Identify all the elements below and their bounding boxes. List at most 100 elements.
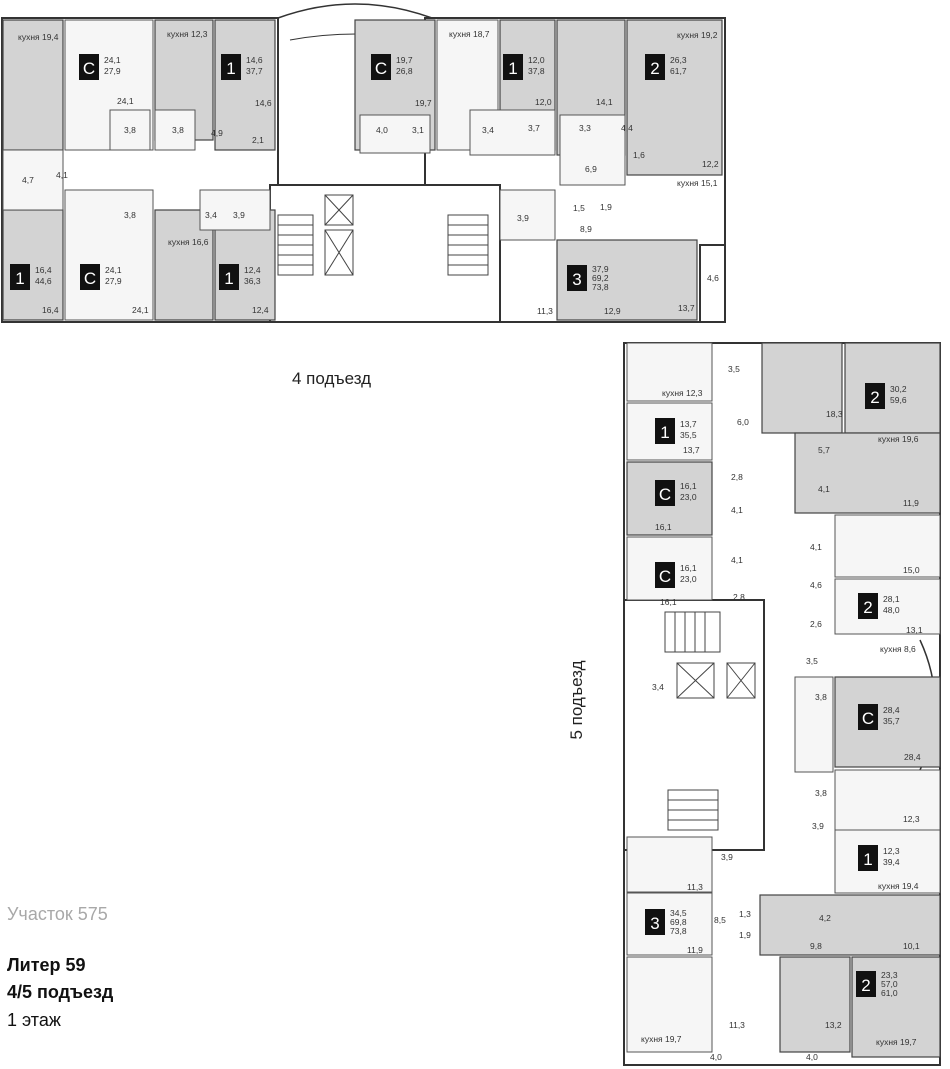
apartment-area: 19,7 [396, 55, 413, 65]
room-label: 24,1 [117, 96, 134, 106]
apartment-type-box [80, 264, 100, 290]
room-label: кухня 19,6 [878, 434, 919, 444]
room-label: 12,4 [252, 305, 269, 315]
room-label: кухня 12,3 [167, 29, 208, 39]
room-label: 28,4 [904, 752, 921, 762]
apartment-type: 1 [224, 269, 233, 288]
apartment-type-box [567, 265, 587, 291]
apartment-type: 2 [650, 59, 659, 78]
apartment-area: 37,7 [246, 66, 263, 76]
apartment-badge: 2 28,1 48,0 [858, 593, 900, 619]
apartment-type: C [862, 709, 874, 728]
room-label: 13,2 [825, 1020, 842, 1030]
room-label: 3,7 [528, 123, 540, 133]
room-label: 4,0 [376, 125, 388, 135]
room-label: кухня 16,6 [168, 237, 209, 247]
apartment-badge: C 28,4 35,7 [858, 704, 900, 730]
entrance-4-label: 4 подъезд [292, 369, 371, 388]
apartment-area: 16,1 [680, 563, 697, 573]
room-label: 4,9 [211, 128, 223, 138]
apartment-area: 37,8 [528, 66, 545, 76]
room-label: 3,4 [205, 210, 217, 220]
apartment-type-box [371, 54, 391, 80]
room-label: 19,7 [415, 98, 432, 108]
apartment-area: 59,6 [890, 395, 907, 405]
apartment-area: 23,0 [680, 492, 697, 502]
room-label: кухня 19,7 [641, 1034, 682, 1044]
room-label: 4,0 [710, 1052, 722, 1062]
room-label: 4,1 [56, 170, 68, 180]
room-label: 4,0 [806, 1052, 818, 1062]
apartment-type-box [856, 971, 876, 997]
apartment-area: 37,9 [592, 264, 609, 274]
apartment-type: C [659, 567, 671, 586]
room-label: 1,9 [600, 202, 612, 212]
room-label: 11,9 [903, 498, 919, 508]
floor-label: 1 этаж [7, 1010, 61, 1030]
apartment-badge: 1 12,0 37,8 [503, 54, 545, 80]
apartment-area: 16,4 [35, 265, 52, 275]
apartment-area: 69,2 [592, 273, 609, 283]
room-label: 18,3 [826, 409, 843, 419]
room-label: 4,1 [731, 505, 743, 515]
room-label: 12,2 [702, 159, 719, 169]
apartment-area: 69,8 [670, 917, 687, 927]
apartment-type-box [79, 54, 99, 80]
apartment-badge: 2 30,2 59,6 [865, 383, 907, 409]
apartment-type: C [83, 59, 95, 78]
room-label: 3,9 [233, 210, 245, 220]
room-label: 14,6 [255, 98, 272, 108]
apartment-area: 30,2 [890, 384, 907, 394]
apartment-badge: C 16,1 23,0 [655, 480, 697, 506]
apartment-type: C [659, 485, 671, 504]
room-label: кухня 12,3 [662, 388, 703, 398]
room-label: 2,8 [733, 592, 745, 602]
room-label: 1,5 [573, 203, 585, 213]
apartment-area: 73,8 [670, 926, 687, 936]
apartment-area: 28,1 [883, 594, 900, 604]
apartment-type-box [865, 383, 885, 409]
room-label: 3,9 [721, 852, 733, 862]
apartment-area: 36,3 [244, 276, 261, 286]
room-label: 6,9 [585, 164, 597, 174]
apartment-type: 3 [572, 270, 581, 289]
room-label: 16,1 [655, 522, 672, 532]
room-label: 8,5 [714, 915, 726, 925]
room-label: кухня 8,6 [880, 644, 916, 654]
apartment-area: 24,1 [104, 55, 121, 65]
apartment-type-box [655, 418, 675, 444]
room-label: 2,8 [731, 472, 743, 482]
room-label: 3,4 [482, 125, 494, 135]
apartment-area: 44,6 [35, 276, 52, 286]
apartment-type-box [645, 54, 665, 80]
room-label: 2,6 [810, 619, 822, 629]
apartment-area: 48,0 [883, 605, 900, 615]
apartment-area: 12,4 [244, 265, 261, 275]
room-label: 15,0 [903, 565, 920, 575]
apartment-badge: 2 23,3 57,0 61,0 [856, 970, 898, 998]
room-label: 4,1 [810, 542, 822, 552]
apartment-type: 1 [660, 423, 669, 442]
entrance-4-rooms [2, 19, 626, 321]
apartment-area: 35,7 [883, 716, 900, 726]
room-label: 10,1 [903, 941, 920, 951]
apartment-area: 61,7 [670, 66, 687, 76]
apartment-area: 35,5 [680, 430, 697, 440]
room-label: кухня 15,1 [677, 178, 718, 188]
apartment-type: 1 [15, 269, 24, 288]
room-label: 16,1 [660, 597, 677, 607]
room-label: 4,1 [818, 484, 830, 494]
room-label: 1,9 [739, 930, 751, 940]
room-label: 3,8 [124, 125, 136, 135]
apartment-area: 23,3 [881, 970, 898, 980]
apartment-badge: C 16,1 23,0 [655, 562, 697, 588]
room-label: 6,0 [737, 417, 749, 427]
apartment-badge: C 19,7 26,8 [371, 54, 413, 80]
apartment-area: 39,4 [883, 857, 900, 867]
entrance-5-rooms [626, 342, 941, 1053]
room-label: 8,9 [580, 224, 592, 234]
apartment-badge: 1 16,4 44,6 [10, 264, 52, 290]
room-label: 3,1 [412, 125, 424, 135]
room-label: кухня 19,2 [677, 30, 718, 40]
room-label: кухня 19,4 [878, 881, 919, 891]
